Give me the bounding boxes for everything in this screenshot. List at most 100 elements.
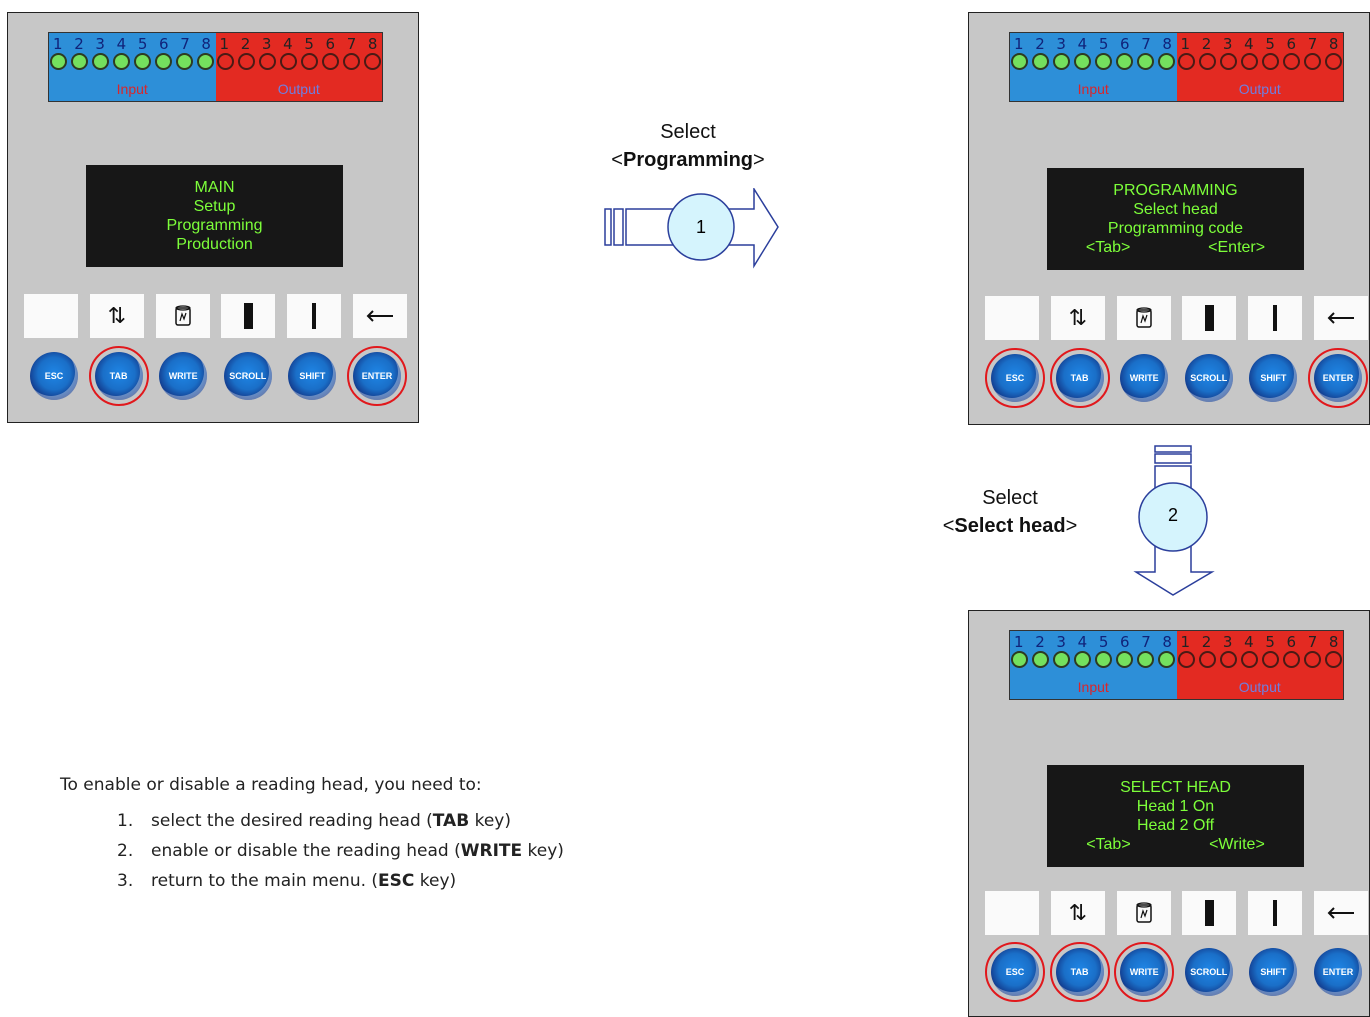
lcd-line: PROGRAMMING bbox=[1113, 182, 1238, 199]
esc-button[interactable]: ESC bbox=[24, 346, 84, 406]
scroll-button[interactable]: SCROLL bbox=[218, 346, 278, 406]
lcd-line: Programming code bbox=[1107, 220, 1244, 237]
lcd-line: SELECT HEAD bbox=[1120, 779, 1231, 796]
lcd-softkey-right: <Write> bbox=[1209, 836, 1265, 853]
write-button[interactable]: WRITE bbox=[153, 346, 213, 406]
shift-button[interactable]: SHIFT bbox=[282, 346, 342, 406]
blank-key[interactable] bbox=[24, 294, 78, 338]
lcd-display: PROGRAMMING Select head Programming code… bbox=[1047, 168, 1304, 270]
input-label: Input bbox=[1077, 81, 1109, 97]
output-label: Output bbox=[1238, 679, 1281, 695]
lcd-softkey-row: <Tab> <Enter> bbox=[1047, 238, 1304, 257]
thick-bar-icon[interactable] bbox=[221, 294, 276, 338]
lcd-line: Head 2 Off bbox=[1136, 817, 1215, 834]
write-card-icon[interactable] bbox=[1116, 891, 1171, 935]
enter-arrow-icon[interactable] bbox=[1313, 296, 1368, 340]
enter-button[interactable]: ENTER bbox=[346, 346, 407, 406]
output-label: Output bbox=[1238, 81, 1281, 97]
lcd-line: Production bbox=[176, 236, 253, 253]
up-down-arrows-icon[interactable]: ⇅ bbox=[1050, 891, 1105, 935]
lcd-softkey-left: <Tab> bbox=[1085, 239, 1131, 256]
instructions-intro: To enable or disable a reading head, you… bbox=[60, 775, 482, 795]
up-down-arrows-icon[interactable]: ⇅ bbox=[89, 294, 144, 338]
input-leds bbox=[1011, 53, 1175, 70]
shift-button[interactable]: SHIFT bbox=[1243, 942, 1303, 1002]
function-key-row: ⇅ bbox=[24, 294, 407, 340]
button-row: ESC TAB WRITE SCROLL SHIFT ENTER bbox=[985, 348, 1368, 408]
up-down-arrows-icon[interactable]: ⇅ bbox=[1050, 296, 1105, 340]
esc-button[interactable]: ESC bbox=[985, 942, 1045, 1002]
lcd-softkey-right: <Enter> bbox=[1208, 239, 1266, 256]
down-arrow-icon bbox=[1133, 445, 1215, 596]
scroll-button[interactable]: SCROLL bbox=[1179, 348, 1239, 408]
output-leds bbox=[1177, 651, 1342, 668]
lcd-line: Head 1 On bbox=[1136, 798, 1215, 815]
enter-arrow-icon[interactable] bbox=[1313, 891, 1368, 935]
button-row: ESC TAB WRITE SCROLL SHIFT ENTER bbox=[985, 942, 1368, 1002]
write-card-icon[interactable] bbox=[1116, 296, 1171, 340]
function-key-row: ⇅ bbox=[985, 296, 1368, 342]
step2-number: 2 bbox=[1167, 505, 1178, 525]
output-leds bbox=[216, 53, 381, 70]
input-label: Input bbox=[1077, 679, 1109, 695]
step1-caption: Select <Programming> bbox=[611, 121, 765, 171]
input-label: Input bbox=[116, 81, 148, 97]
scroll-button[interactable]: SCROLL bbox=[1179, 942, 1239, 1002]
blank-key[interactable] bbox=[985, 891, 1039, 935]
lcd-line: MAIN bbox=[194, 179, 235, 196]
write-button[interactable]: WRITE bbox=[1114, 942, 1175, 1002]
write-button[interactable]: WRITE bbox=[1114, 348, 1174, 408]
lcd-line: Setup bbox=[193, 198, 236, 215]
step1-number: 1 bbox=[695, 217, 706, 237]
thick-bar-icon[interactable] bbox=[1182, 891, 1237, 935]
thin-bar-icon[interactable] bbox=[1248, 296, 1303, 340]
lcd-display: MAIN Setup Programming Production bbox=[86, 165, 343, 267]
instructions: To enable or disable a reading head, you… bbox=[60, 775, 564, 901]
instruction-step: 1.select the desired reading head (TAB k… bbox=[117, 811, 511, 831]
instruction-step: 3.return to the main menu. (ESC key) bbox=[117, 871, 457, 891]
input-leds bbox=[50, 53, 214, 70]
lcd-softkey-left: <Tab> bbox=[1086, 836, 1131, 853]
input-leds bbox=[1011, 651, 1175, 668]
tab-button[interactable]: TAB bbox=[1049, 348, 1110, 408]
blank-key[interactable] bbox=[985, 296, 1039, 340]
enter-arrow-icon[interactable] bbox=[352, 294, 407, 338]
function-key-row: ⇅ bbox=[985, 891, 1368, 937]
thick-bar-icon[interactable] bbox=[1182, 296, 1237, 340]
tab-button[interactable]: TAB bbox=[88, 346, 149, 406]
thin-bar-icon[interactable] bbox=[1248, 891, 1303, 935]
enter-button[interactable]: ENTER bbox=[1308, 942, 1368, 1002]
lcd-softkey-row: <Tab> <Write> bbox=[1047, 835, 1304, 854]
shift-button[interactable]: SHIFT bbox=[1243, 348, 1303, 408]
button-row: ESC TAB WRITE SCROLL SHIFT ENTER bbox=[24, 346, 407, 406]
esc-button[interactable]: ESC bbox=[985, 348, 1045, 408]
instruction-step: 2.enable or disable the reading head (WR… bbox=[117, 841, 564, 861]
step2-caption: Select <Select head> bbox=[942, 487, 1078, 537]
right-arrow-icon bbox=[604, 188, 779, 269]
enter-button[interactable]: ENTER bbox=[1307, 348, 1368, 408]
tab-button[interactable]: TAB bbox=[1049, 942, 1110, 1002]
thin-bar-icon[interactable] bbox=[287, 294, 342, 338]
lcd-line: Select head bbox=[1133, 201, 1218, 218]
output-label: Output bbox=[277, 81, 320, 97]
lcd-display: SELECT HEAD Head 1 On Head 2 Off <Tab> <… bbox=[1047, 765, 1304, 867]
write-card-icon[interactable] bbox=[155, 294, 210, 338]
